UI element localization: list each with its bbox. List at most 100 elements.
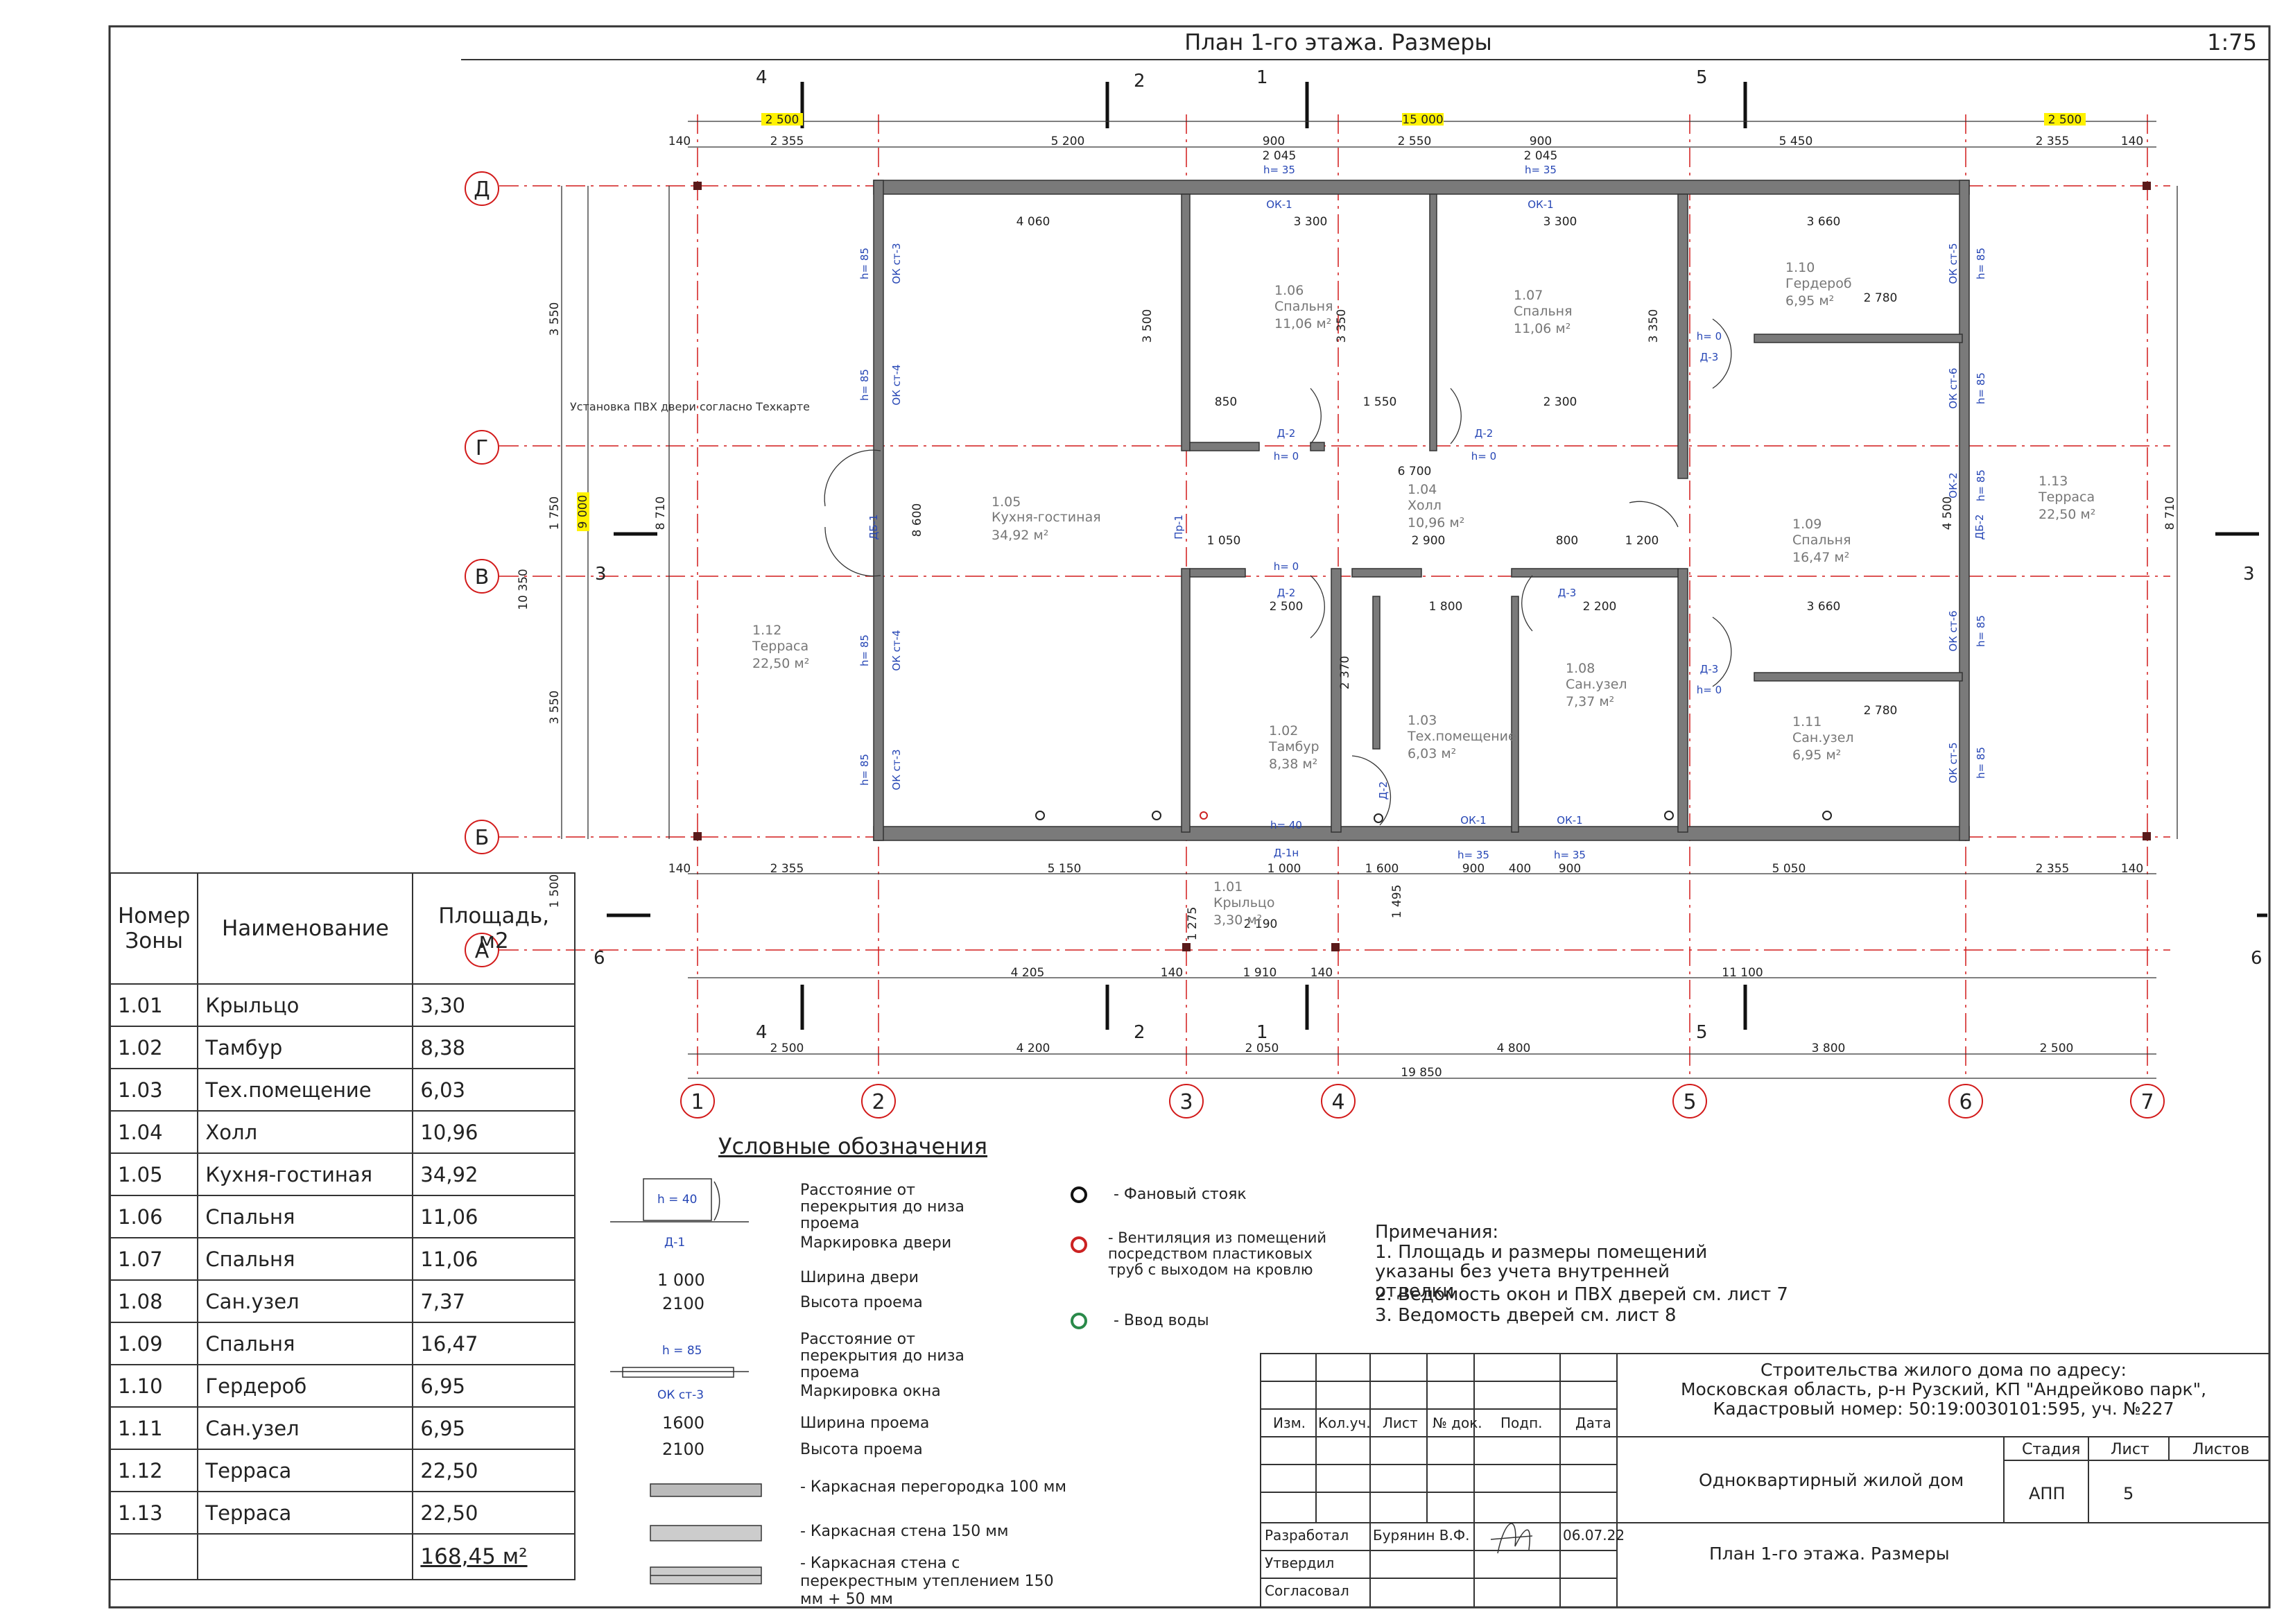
dim-top-overall-0: 2 500 [765, 113, 799, 127]
terrace-posts [693, 182, 2151, 951]
svg-text:Д-3: Д-3 [1700, 663, 1719, 675]
svg-text:1: 1 [691, 1090, 704, 1114]
svg-text:7,37 м²: 7,37 м² [1566, 694, 1614, 709]
section-6-left: 6 [594, 948, 605, 969]
stamp-date: 06.07.22 [1563, 1527, 1625, 1544]
svg-text:34,92 м²: 34,92 м² [992, 528, 1048, 543]
legend-item-3: Высота проема [800, 1294, 923, 1311]
dim-misc-19: 1 800 [1429, 600, 1463, 614]
legend-item-2: Ширина двери [800, 1269, 919, 1286]
svg-text:1.05: 1.05 [992, 494, 1021, 510]
sheet-frame [108, 25, 2271, 1609]
zone-table-header-name: Наименование [197, 872, 414, 985]
dim-misc-27: 2 370 [1338, 656, 1352, 690]
dim-left-5: 8 710 [654, 496, 668, 530]
svg-text:ОК-1: ОК-1 [1266, 198, 1292, 211]
svg-text:h= 0: h= 0 [1274, 450, 1299, 463]
svg-text:Г: Г [476, 436, 488, 460]
svg-text:1.06: 1.06 [1274, 283, 1304, 298]
legend-item-0: Расстояние от перекрытия до низа проема [800, 1182, 964, 1232]
svg-text:4: 4 [1331, 1090, 1344, 1114]
dim-misc-18: 2 500 [1270, 600, 1304, 614]
dim-misc-17: 1 200 [1625, 534, 1659, 548]
svg-text:h= 0: h= 0 [1274, 560, 1299, 573]
dim-misc-3: 3 300 [1294, 215, 1328, 229]
stamp-sheet-title: План 1-го этажа. Размеры [1709, 1544, 1950, 1564]
legend-symbol-0: - Фановый стояк [1114, 1186, 1247, 1203]
zone-table-header-number: Номер Зоны [109, 872, 199, 985]
svg-text:2: 2 [872, 1090, 885, 1114]
legend-item-5: Маркировка окна [800, 1383, 941, 1400]
svg-text:22,50 м²: 22,50 м² [752, 656, 809, 671]
svg-text:h= 35: h= 35 [1457, 849, 1489, 861]
dim-top-chain-1: 2 355 [770, 135, 804, 148]
stamp-col-koluch: Кол.уч. [1318, 1415, 1371, 1431]
svg-text:Б: Б [475, 826, 490, 850]
svg-text:В: В [475, 565, 490, 589]
dim-left-0: 3 550 [548, 302, 562, 336]
svg-text:Терраса: Терраса [752, 639, 808, 654]
svg-text:11,06 м²: 11,06 м² [1514, 321, 1571, 336]
svg-text:Пр-1: Пр-1 [1173, 515, 1185, 539]
svg-text:ОК ст-4: ОК ст-4 [890, 630, 903, 671]
stamp-col-list: Лист [1383, 1415, 1418, 1431]
legend-door-mark: Д-1 [664, 1236, 686, 1250]
dim-bottom-chain-4: 1 600 [1365, 862, 1399, 876]
dim-bottom-mid-1: 140 [1161, 966, 1183, 980]
stamp-col-date: Дата [1575, 1415, 1611, 1431]
section-6-right: 6 [2251, 948, 2262, 969]
dim-bottom-chain-10: 140 [2121, 862, 2143, 876]
stamp-address-line-2: Кадастровый номер: 50:19:0030101:595, уч… [1713, 1399, 2174, 1419]
section-3-left: 3 [595, 564, 607, 585]
svg-text:ОК ст-6: ОК ст-6 [1947, 368, 1959, 408]
dim-bottom-total: 19 850 [1401, 1066, 1442, 1080]
dim-bottom-mid-4: 11 100 [1722, 966, 1763, 980]
dim-left-3: 10 350 [517, 569, 530, 610]
column-axis-markers: 1 2 3 4 5 6 7 [680, 1084, 2165, 1118]
dim-bottom-mid-0: 4 205 [1011, 966, 1045, 980]
section-1-top: 1 [1256, 67, 1268, 88]
svg-text:Сан.узел: Сан.узел [1566, 677, 1627, 692]
svg-text:1.10: 1.10 [1785, 260, 1815, 275]
legend-item-1: Маркировка двери [800, 1234, 952, 1252]
dimension-lines [561, 121, 2178, 1079]
section-3-right: 3 [2243, 564, 2255, 585]
stamp-author: Бурянин В.Ф. [1373, 1527, 1470, 1544]
highlight-2500-left [761, 113, 803, 126]
svg-text:Крыльцо: Крыльцо [1213, 895, 1274, 910]
svg-text:ОК-1: ОК-1 [1460, 814, 1486, 827]
legend-win-w: 1600 [662, 1413, 705, 1433]
svg-text:6,95 м²: 6,95 м² [1785, 293, 1834, 309]
svg-text:1.08: 1.08 [1566, 661, 1595, 676]
axis-marker-3: 3 [1169, 1084, 1204, 1118]
zone-table-header-area: Площадь, м2 [412, 872, 576, 985]
notes-line-0: 1. Площадь и размеры помещений указаны б… [1375, 1242, 1708, 1302]
dim-top-chain-2: 5 200 [1051, 135, 1085, 148]
section-2-bottom: 2 [1134, 1022, 1145, 1043]
dim-top-overall-2: 2 500 [2048, 113, 2082, 127]
svg-text:ОК ст-3: ОК ст-3 [890, 243, 903, 284]
axis-marker-B: Б [465, 820, 499, 854]
axis-marker-1: 1 [680, 1084, 715, 1118]
dim-bottom-mid-3: 140 [1310, 966, 1333, 980]
stamp-role-2: Согласовал [1265, 1582, 1349, 1599]
highlight-2500-right [2044, 113, 2086, 126]
svg-text:Д-2: Д-2 [1277, 427, 1296, 440]
svg-text:h= 85: h= 85 [1975, 615, 1987, 647]
dim-bottom-chain-9: 2 355 [2036, 862, 2070, 876]
svg-text:3,30 м²: 3,30 м² [1213, 913, 1262, 928]
legend-item-10: - Каркасная стена с перекрестным утеплен… [800, 1555, 1054, 1608]
stamp-address-line-1: Московская область, р-н Рузский, КП "Анд… [1680, 1379, 2207, 1399]
svg-text:Терраса: Терраса [2038, 490, 2095, 505]
svg-text:1.11: 1.11 [1792, 714, 1822, 729]
legend-door-ht: 2100 [662, 1294, 705, 1313]
dim-misc-7: 3 350 [1335, 309, 1349, 343]
door-swings [824, 318, 1732, 826]
dim-misc-6: 3 500 [1141, 309, 1154, 343]
